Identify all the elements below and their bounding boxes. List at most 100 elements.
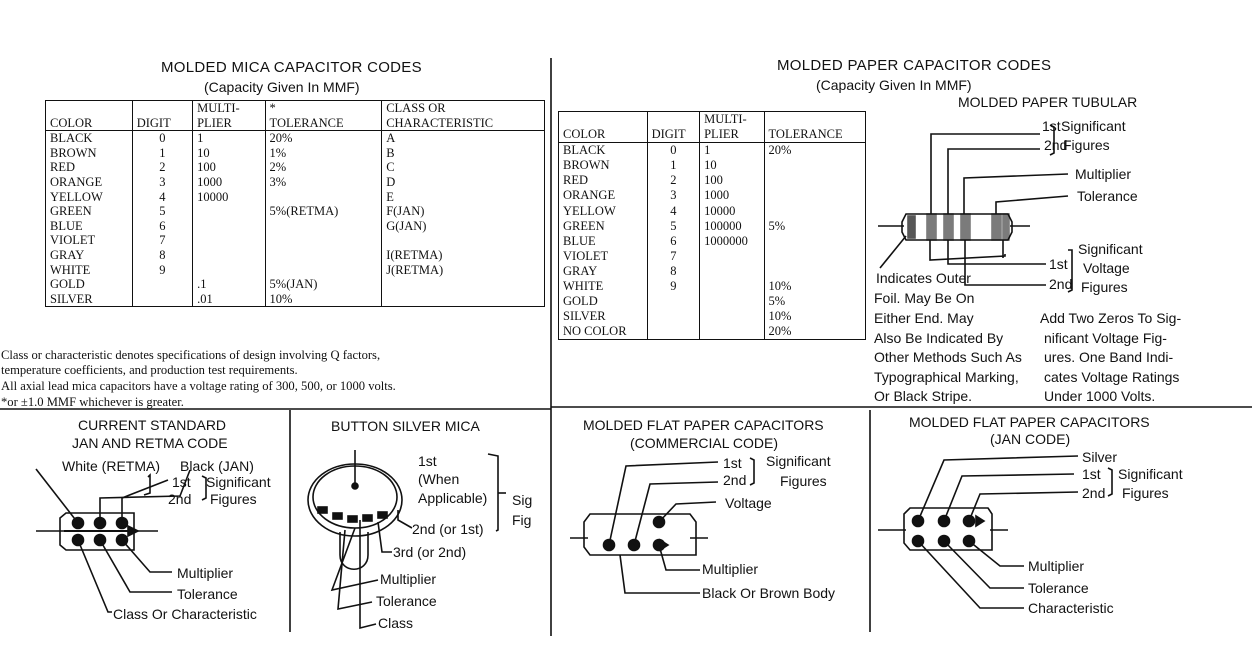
table-cell: 10% <box>763 309 866 325</box>
table-cell: 10 <box>699 158 765 174</box>
table-cell <box>381 277 545 292</box>
table-cell: SILVER <box>50 291 93 306</box>
table-cell: WHITE <box>50 262 91 277</box>
table-cell: 1000 <box>192 174 266 190</box>
table-row: GOLD 5% <box>559 294 866 310</box>
table-cell: VIOLET <box>50 233 96 248</box>
table-cell <box>699 309 765 325</box>
button-title: BUTTON SILVER MICA <box>331 418 480 434</box>
table-cell <box>699 324 765 340</box>
button-third-label: 3rd (or 2nd) <box>393 544 467 560</box>
table-cell: NO COLOR <box>563 324 627 339</box>
table-cell: 1 <box>646 158 700 174</box>
table-cell: 0 <box>131 130 193 146</box>
table-cell: 20% <box>264 130 382 146</box>
button-second-label: 2nd (or 1st) <box>412 521 484 537</box>
table-cell <box>763 248 866 264</box>
table-cell: GREEN <box>50 204 92 219</box>
table-cell <box>264 247 382 263</box>
standard-title-2: JAN AND RETMA CODE <box>72 435 228 451</box>
outer-foil-line-6: Typographical Marking, <box>874 369 1019 385</box>
table-cell: 2% <box>264 160 382 175</box>
standard-figures-label: Figures <box>210 491 257 507</box>
table-cell: 20% <box>763 324 866 340</box>
table-cell: 100 <box>699 173 765 189</box>
table-cell <box>699 263 765 280</box>
table-cell: 6 <box>646 233 700 249</box>
table-cell: 1000 <box>699 188 765 204</box>
table-cell: 10000 <box>192 189 266 205</box>
table-cell <box>264 262 382 278</box>
outer-foil-line-7: Or Black Stripe. <box>874 388 973 404</box>
table-cell: GOLD <box>563 294 598 309</box>
flat-commercial-drawing <box>570 457 755 594</box>
table-cell: WHITE <box>563 279 604 294</box>
tubular-title: MOLDED PAPER TUBULAR <box>958 94 1138 110</box>
tubular-voltage-significant-label: Significant <box>1078 241 1143 257</box>
tubular-voltage-figures-label: Figures <box>1081 279 1128 295</box>
flat-commercial-voltage-label: Voltage <box>725 495 772 511</box>
table-cell: 20% <box>763 142 866 159</box>
zeros-note-line-4: cates Voltage Ratings <box>1044 369 1180 385</box>
flat-commercial-title-1: MOLDED FLAT PAPER CAPACITORS <box>583 417 824 433</box>
table-cell <box>131 277 193 292</box>
flat-jan-first-label: 1st <box>1082 466 1101 482</box>
table-cell: C <box>381 160 545 175</box>
table-cell <box>192 218 266 234</box>
table-cell: 4 <box>646 203 700 219</box>
table-cell: 10 <box>192 145 266 161</box>
outer-foil-line-3: Either End. May <box>874 310 974 326</box>
flat-commercial-figures-label: Figures <box>780 473 827 489</box>
flat-jan-silver-label: Silver <box>1082 449 1118 465</box>
zeros-note-line-3: ures. One Band Indi- <box>1044 349 1174 365</box>
table-row: VIOLET 7 <box>46 233 545 248</box>
outer-foil-line-4: Also Be Indicated By <box>874 330 1004 346</box>
table-row: NO COLOR 20% <box>559 324 866 340</box>
table-cell: 5% <box>763 294 866 310</box>
table-cell: GRAY <box>50 247 85 262</box>
table-cell: A <box>381 130 545 146</box>
standard-capacitor-drawing <box>35 468 207 613</box>
button-first-label: 1st <box>418 453 437 469</box>
button-mica-drawing <box>307 450 506 630</box>
table-cell: D <box>381 174 545 190</box>
table-cell <box>192 247 266 263</box>
table-cell: ORANGE <box>563 188 616 203</box>
table-cell <box>192 233 266 248</box>
table-cell: 7 <box>131 233 193 248</box>
table-cell: 10000 <box>699 203 765 219</box>
standard-class-label: Class Or Characteristic <box>113 606 257 622</box>
table-cell <box>763 233 866 249</box>
flat-commercial-first-label: 1st <box>723 455 742 471</box>
table-cell: YELLOW <box>50 189 103 204</box>
tubular-significant-label: Significant <box>1061 118 1126 134</box>
table-cell <box>381 291 545 307</box>
mica-title: MOLDED MICA CAPACITOR CODES <box>161 59 422 76</box>
button-tolerance-label: Tolerance <box>376 593 437 609</box>
table-cell: G(JAN) <box>381 218 545 234</box>
table-cell: 0 <box>646 142 700 159</box>
table-cell: 8 <box>131 247 193 263</box>
standard-significant-label: Significant <box>206 474 271 490</box>
table-cell: 1% <box>264 145 382 161</box>
flat-jan-characteristic-label: Characteristic <box>1028 600 1114 616</box>
table-cell <box>763 158 866 174</box>
table-cell: 1000000 <box>699 233 765 249</box>
mica-header-cell: CLASS OR CHARACTERISTIC <box>381 100 545 132</box>
mica-header-cell: COLOR <box>45 100 133 132</box>
table-cell: BLUE <box>563 233 596 248</box>
table-cell: BLACK <box>50 131 93 146</box>
